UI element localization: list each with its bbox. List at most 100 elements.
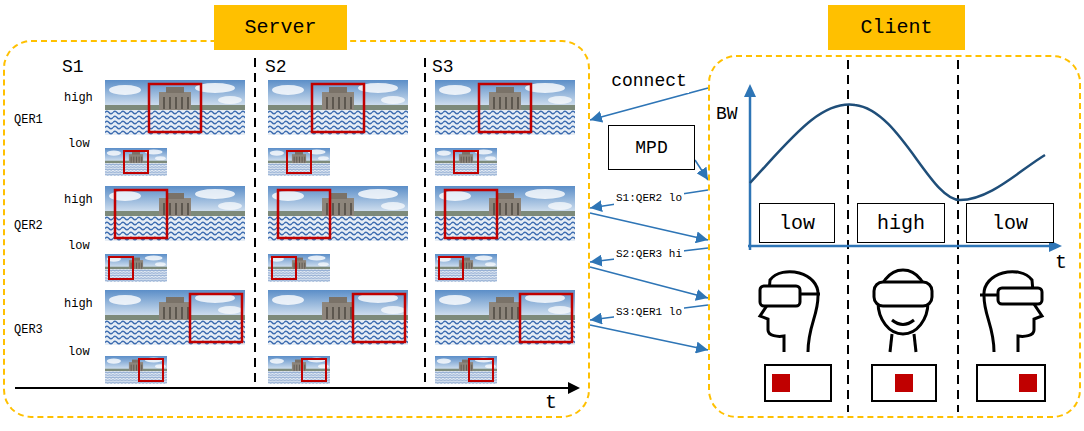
viewport-box bbox=[479, 84, 531, 132]
goggles bbox=[874, 282, 932, 306]
viewport-box bbox=[149, 84, 201, 132]
edge-label: S3:QER1 lo bbox=[614, 306, 684, 319]
label-text: Client bbox=[860, 16, 932, 39]
panorama bbox=[268, 186, 408, 241]
time-axis bbox=[748, 245, 1050, 248]
label-text: MPD bbox=[635, 138, 667, 158]
panorama bbox=[435, 80, 575, 135]
goggles bbox=[760, 286, 800, 306]
panorama bbox=[435, 290, 575, 345]
message-arrow bbox=[590, 267, 708, 298]
row-label: QER2 bbox=[14, 220, 43, 234]
panorama bbox=[268, 356, 330, 384]
quality-label: low bbox=[68, 346, 90, 360]
viewport-box bbox=[312, 84, 364, 132]
axis-label: t bbox=[1055, 251, 1067, 274]
strap bbox=[980, 294, 998, 297]
row-label: QER1 bbox=[14, 114, 43, 128]
viewport-frame bbox=[872, 365, 936, 401]
viewport-box bbox=[190, 294, 242, 342]
axis-label: t bbox=[545, 391, 557, 414]
viewport-frame bbox=[977, 365, 1045, 401]
goggles bbox=[998, 288, 1042, 304]
viewport-box bbox=[445, 190, 497, 238]
viewport-box bbox=[115, 190, 167, 238]
segment-label: S3 bbox=[432, 57, 454, 78]
axis-label: BW bbox=[716, 104, 738, 125]
label-text: low bbox=[992, 212, 1028, 235]
panorama bbox=[435, 148, 497, 176]
panorama bbox=[435, 186, 575, 241]
message-arrow bbox=[590, 248, 708, 262]
viewport-marker bbox=[1019, 374, 1037, 392]
edge-label: S2:QER3 hi bbox=[614, 248, 684, 261]
message-arrow bbox=[590, 325, 708, 350]
message-arrow bbox=[590, 88, 708, 120]
message-arrow bbox=[590, 305, 708, 320]
quality-label: low bbox=[68, 138, 90, 152]
neck bbox=[914, 334, 916, 352]
panel-heading: Server bbox=[214, 5, 347, 50]
viewport-box bbox=[302, 359, 326, 381]
message-arrow bbox=[590, 213, 708, 240]
separator bbox=[957, 60, 959, 412]
client-panel: Clientlowhighlow bbox=[708, 55, 1081, 418]
panorama bbox=[105, 356, 167, 384]
neck bbox=[890, 334, 892, 352]
bw-axis bbox=[749, 96, 752, 250]
viewport-box bbox=[353, 294, 405, 342]
axis-arrowhead bbox=[568, 382, 580, 394]
separator bbox=[424, 58, 426, 384]
quality-box: low bbox=[966, 203, 1054, 243]
label-text: high bbox=[877, 212, 925, 235]
strap bbox=[800, 293, 820, 296]
headset-icon bbox=[760, 272, 820, 352]
panorama bbox=[268, 148, 330, 176]
edge-label: connect bbox=[609, 71, 689, 93]
time-axis bbox=[15, 387, 570, 389]
bandwidth-curve bbox=[750, 105, 1045, 200]
separator bbox=[847, 60, 849, 412]
axis-arrowhead bbox=[744, 84, 756, 97]
quality-label: high bbox=[64, 92, 93, 106]
row-label: QER3 bbox=[14, 324, 43, 338]
quality-box: low bbox=[759, 203, 835, 243]
quality-box: high bbox=[857, 203, 945, 243]
head-outline bbox=[984, 272, 1042, 352]
viewport-box bbox=[272, 257, 296, 279]
label-text: low bbox=[779, 212, 815, 235]
quality-label: low bbox=[68, 240, 90, 254]
segment-label: S1 bbox=[62, 57, 84, 78]
head-outline bbox=[760, 272, 818, 352]
panorama bbox=[268, 290, 408, 345]
edge-label: S1:QER2 lo bbox=[614, 192, 684, 205]
quality-label: high bbox=[64, 194, 93, 208]
viewport-box bbox=[469, 359, 493, 381]
message-arrow bbox=[590, 190, 708, 208]
label-text: Server bbox=[244, 16, 316, 39]
head-outline bbox=[984, 296, 994, 352]
panorama bbox=[105, 290, 245, 345]
panorama bbox=[435, 254, 497, 282]
viewport-marker bbox=[772, 374, 790, 392]
head-outline bbox=[808, 296, 818, 352]
viewport-marker bbox=[895, 374, 913, 392]
viewport-box bbox=[278, 190, 330, 238]
viewport-box bbox=[139, 359, 163, 381]
panorama bbox=[268, 254, 330, 282]
segment-label: S2 bbox=[265, 57, 287, 78]
headset-icon bbox=[980, 272, 1042, 352]
viewport-box bbox=[454, 151, 478, 173]
viewport-box bbox=[287, 151, 311, 173]
panorama bbox=[105, 254, 167, 282]
viewport-box bbox=[124, 151, 148, 173]
panorama bbox=[105, 80, 245, 135]
panorama bbox=[268, 80, 408, 135]
panorama bbox=[435, 356, 497, 384]
separator bbox=[254, 58, 256, 384]
headset-icon bbox=[874, 270, 932, 352]
viewport-box bbox=[439, 257, 463, 279]
panorama bbox=[105, 148, 167, 176]
mpd-box: MPD bbox=[608, 125, 695, 170]
